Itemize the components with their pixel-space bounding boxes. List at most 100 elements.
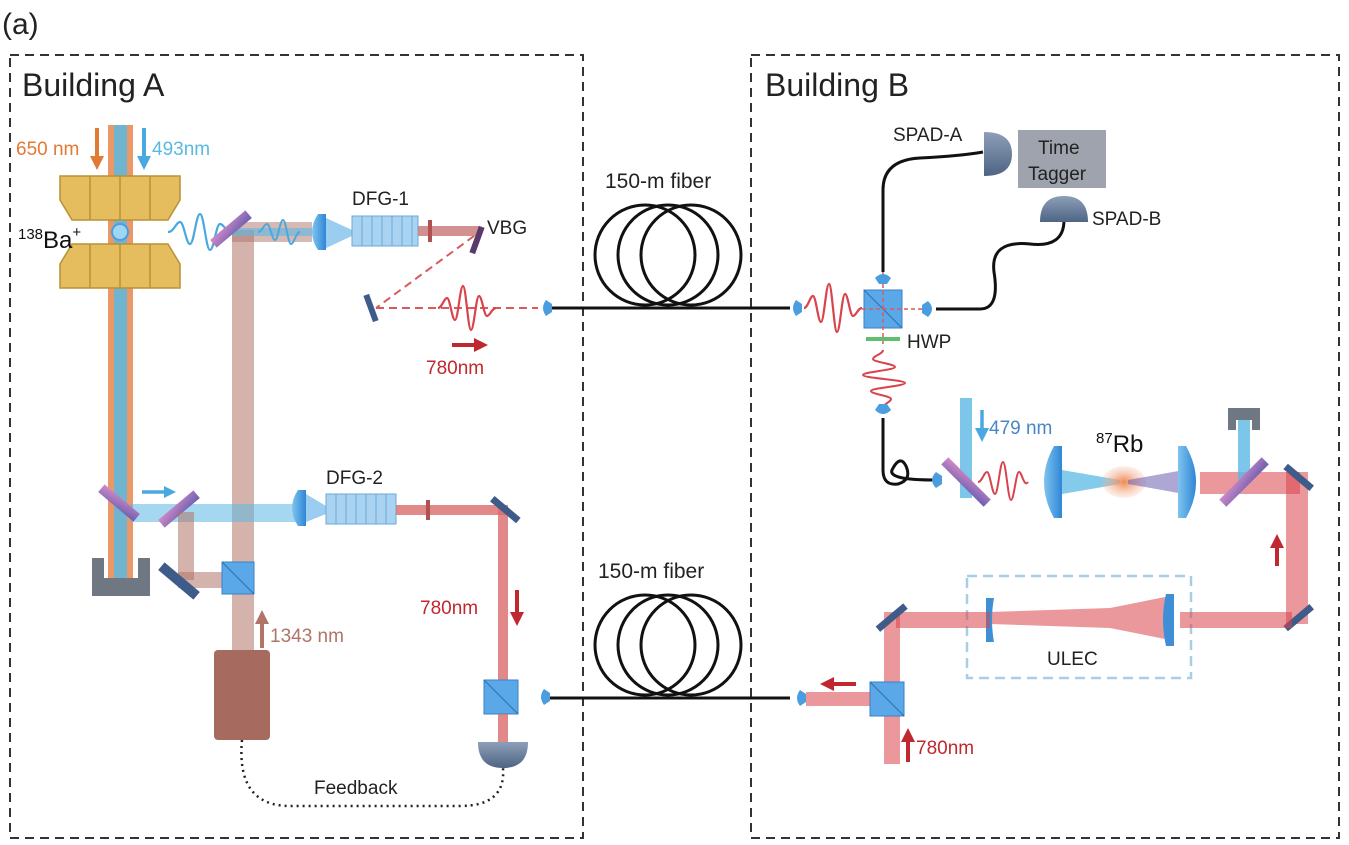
mirror-lower-corner xyxy=(158,562,200,600)
rb-cloud xyxy=(1102,466,1146,498)
spad-b xyxy=(1040,196,1088,222)
focus-cone-dfg2 xyxy=(306,494,326,522)
mirror-lower-mid xyxy=(158,490,200,528)
beam-780-after-dfg2 xyxy=(396,505,506,515)
lens-rb-right xyxy=(1178,446,1196,518)
ion-label: 138Ba+ xyxy=(18,224,81,254)
feedback-label: Feedback xyxy=(314,778,398,799)
arrow-650 xyxy=(90,128,104,170)
beam-dump-b xyxy=(1228,408,1260,430)
beam-blue-focus xyxy=(1062,470,1120,494)
spad-b-label: SPAD-B xyxy=(1092,209,1161,230)
rb-symbol: Rb xyxy=(1113,431,1144,458)
beam-780-ulec-left xyxy=(896,612,990,628)
photon-wave-rb xyxy=(977,460,1029,502)
dfg2-label: DFG-2 xyxy=(326,468,383,489)
arrow-780-up xyxy=(1270,534,1284,566)
fiber-to-spad-b xyxy=(936,219,1066,311)
fiber-to-cavity xyxy=(881,418,935,486)
beam-780-to-detector xyxy=(498,714,508,744)
laser-1343-source xyxy=(214,650,270,740)
beam-493-horiz-lower xyxy=(130,504,300,522)
fiber-coupler-bottom-a xyxy=(541,689,550,705)
time-tagger-line2: Tagger xyxy=(1028,164,1087,185)
hwp xyxy=(866,337,900,341)
arrow-780-right xyxy=(452,338,488,352)
mirror-780-small xyxy=(363,293,379,323)
mirror-right-top xyxy=(1283,463,1314,491)
ion-mass: 138 xyxy=(18,226,43,243)
fiber-top xyxy=(552,203,790,310)
building-a-frame xyxy=(9,54,584,839)
filter-dfg1 xyxy=(428,220,432,242)
arrow-780-up-b xyxy=(901,728,915,762)
label-650nm: 650 nm xyxy=(16,139,79,160)
ion-trap xyxy=(59,175,181,289)
detector-a xyxy=(478,742,528,768)
photon-wave-780a xyxy=(437,284,497,332)
label-493nm: 493nm xyxy=(152,139,210,160)
dfg2-crystal xyxy=(325,493,397,525)
building-a-title: Building A xyxy=(22,67,165,103)
mirror-rb-right xyxy=(1219,457,1269,507)
fiber-top-label: 150-m fiber xyxy=(605,170,711,193)
dashed-780-diag xyxy=(375,235,475,309)
label-780nm-a: 780nm xyxy=(426,358,484,379)
beam-780-to-ulec xyxy=(1180,612,1292,628)
photon-wave-780b xyxy=(803,282,863,334)
mirror-rb-left xyxy=(941,457,991,507)
photon-wave-780c xyxy=(861,349,907,409)
dfg1-crystal xyxy=(351,215,419,247)
lens-rb-left xyxy=(1044,446,1062,518)
ulec-label: ULEC xyxy=(1047,649,1098,670)
ulec-mirror-right xyxy=(1163,594,1174,646)
spad-a xyxy=(984,132,1012,176)
coupler-right xyxy=(922,301,932,317)
coupler-down xyxy=(875,404,891,414)
label-780nm-b: 780nm xyxy=(420,598,478,619)
rb-label: 87Rb xyxy=(1096,430,1143,458)
arrow-1343-up xyxy=(255,610,269,648)
vbg-label: VBG xyxy=(487,218,527,239)
lens-dfg2 xyxy=(292,490,306,526)
beam-479-exit xyxy=(1238,418,1250,482)
vbg xyxy=(469,225,485,255)
mirror-780-corner-a xyxy=(490,496,521,524)
arrow-780-left xyxy=(820,677,856,691)
spad-a-label: SPAD-A xyxy=(893,125,963,146)
label-1343nm: 1343 nm xyxy=(270,626,344,647)
label-780nm-c: 780nm xyxy=(916,738,974,759)
dichroic-mirror-top xyxy=(210,210,252,248)
fiber-bottom xyxy=(550,593,790,700)
beam-red-focus xyxy=(1128,470,1184,494)
panel-label: (a) xyxy=(2,8,39,41)
arrow-479-down xyxy=(975,410,989,442)
beam-780-right-vertical xyxy=(1286,472,1308,624)
coupler-up xyxy=(875,274,891,284)
ion xyxy=(111,223,129,241)
label-479nm: 479 nm xyxy=(989,418,1052,439)
ion-symbol: Ba xyxy=(43,227,73,254)
time-tagger-line1: Time xyxy=(1038,138,1080,159)
fiber-to-spad-a xyxy=(881,150,984,272)
arrow-493 xyxy=(137,128,151,170)
focus-cone-dfg1 xyxy=(326,218,352,248)
arrow-780-down xyxy=(510,590,524,626)
time-tagger xyxy=(1018,130,1106,188)
beam-dump-a xyxy=(92,558,150,596)
coupler-cavity-in xyxy=(932,472,942,488)
mirror-lower-left xyxy=(98,484,140,522)
photon-wave-top xyxy=(257,218,301,246)
beam-after-dfg1 xyxy=(418,226,480,236)
mirror-ulec-corner xyxy=(875,603,908,632)
fiber-coupler-top-b xyxy=(793,300,802,316)
ulec-mode xyxy=(990,596,1170,640)
lens-dfg1 xyxy=(312,214,326,250)
filter-dfg2 xyxy=(426,500,430,520)
photon-wave-ion xyxy=(167,212,231,252)
arrow-493-right xyxy=(142,486,176,498)
hwp-label: HWP xyxy=(907,332,951,353)
building-b-title: Building B xyxy=(765,67,909,103)
dfg1-label: DFG-1 xyxy=(352,189,409,210)
